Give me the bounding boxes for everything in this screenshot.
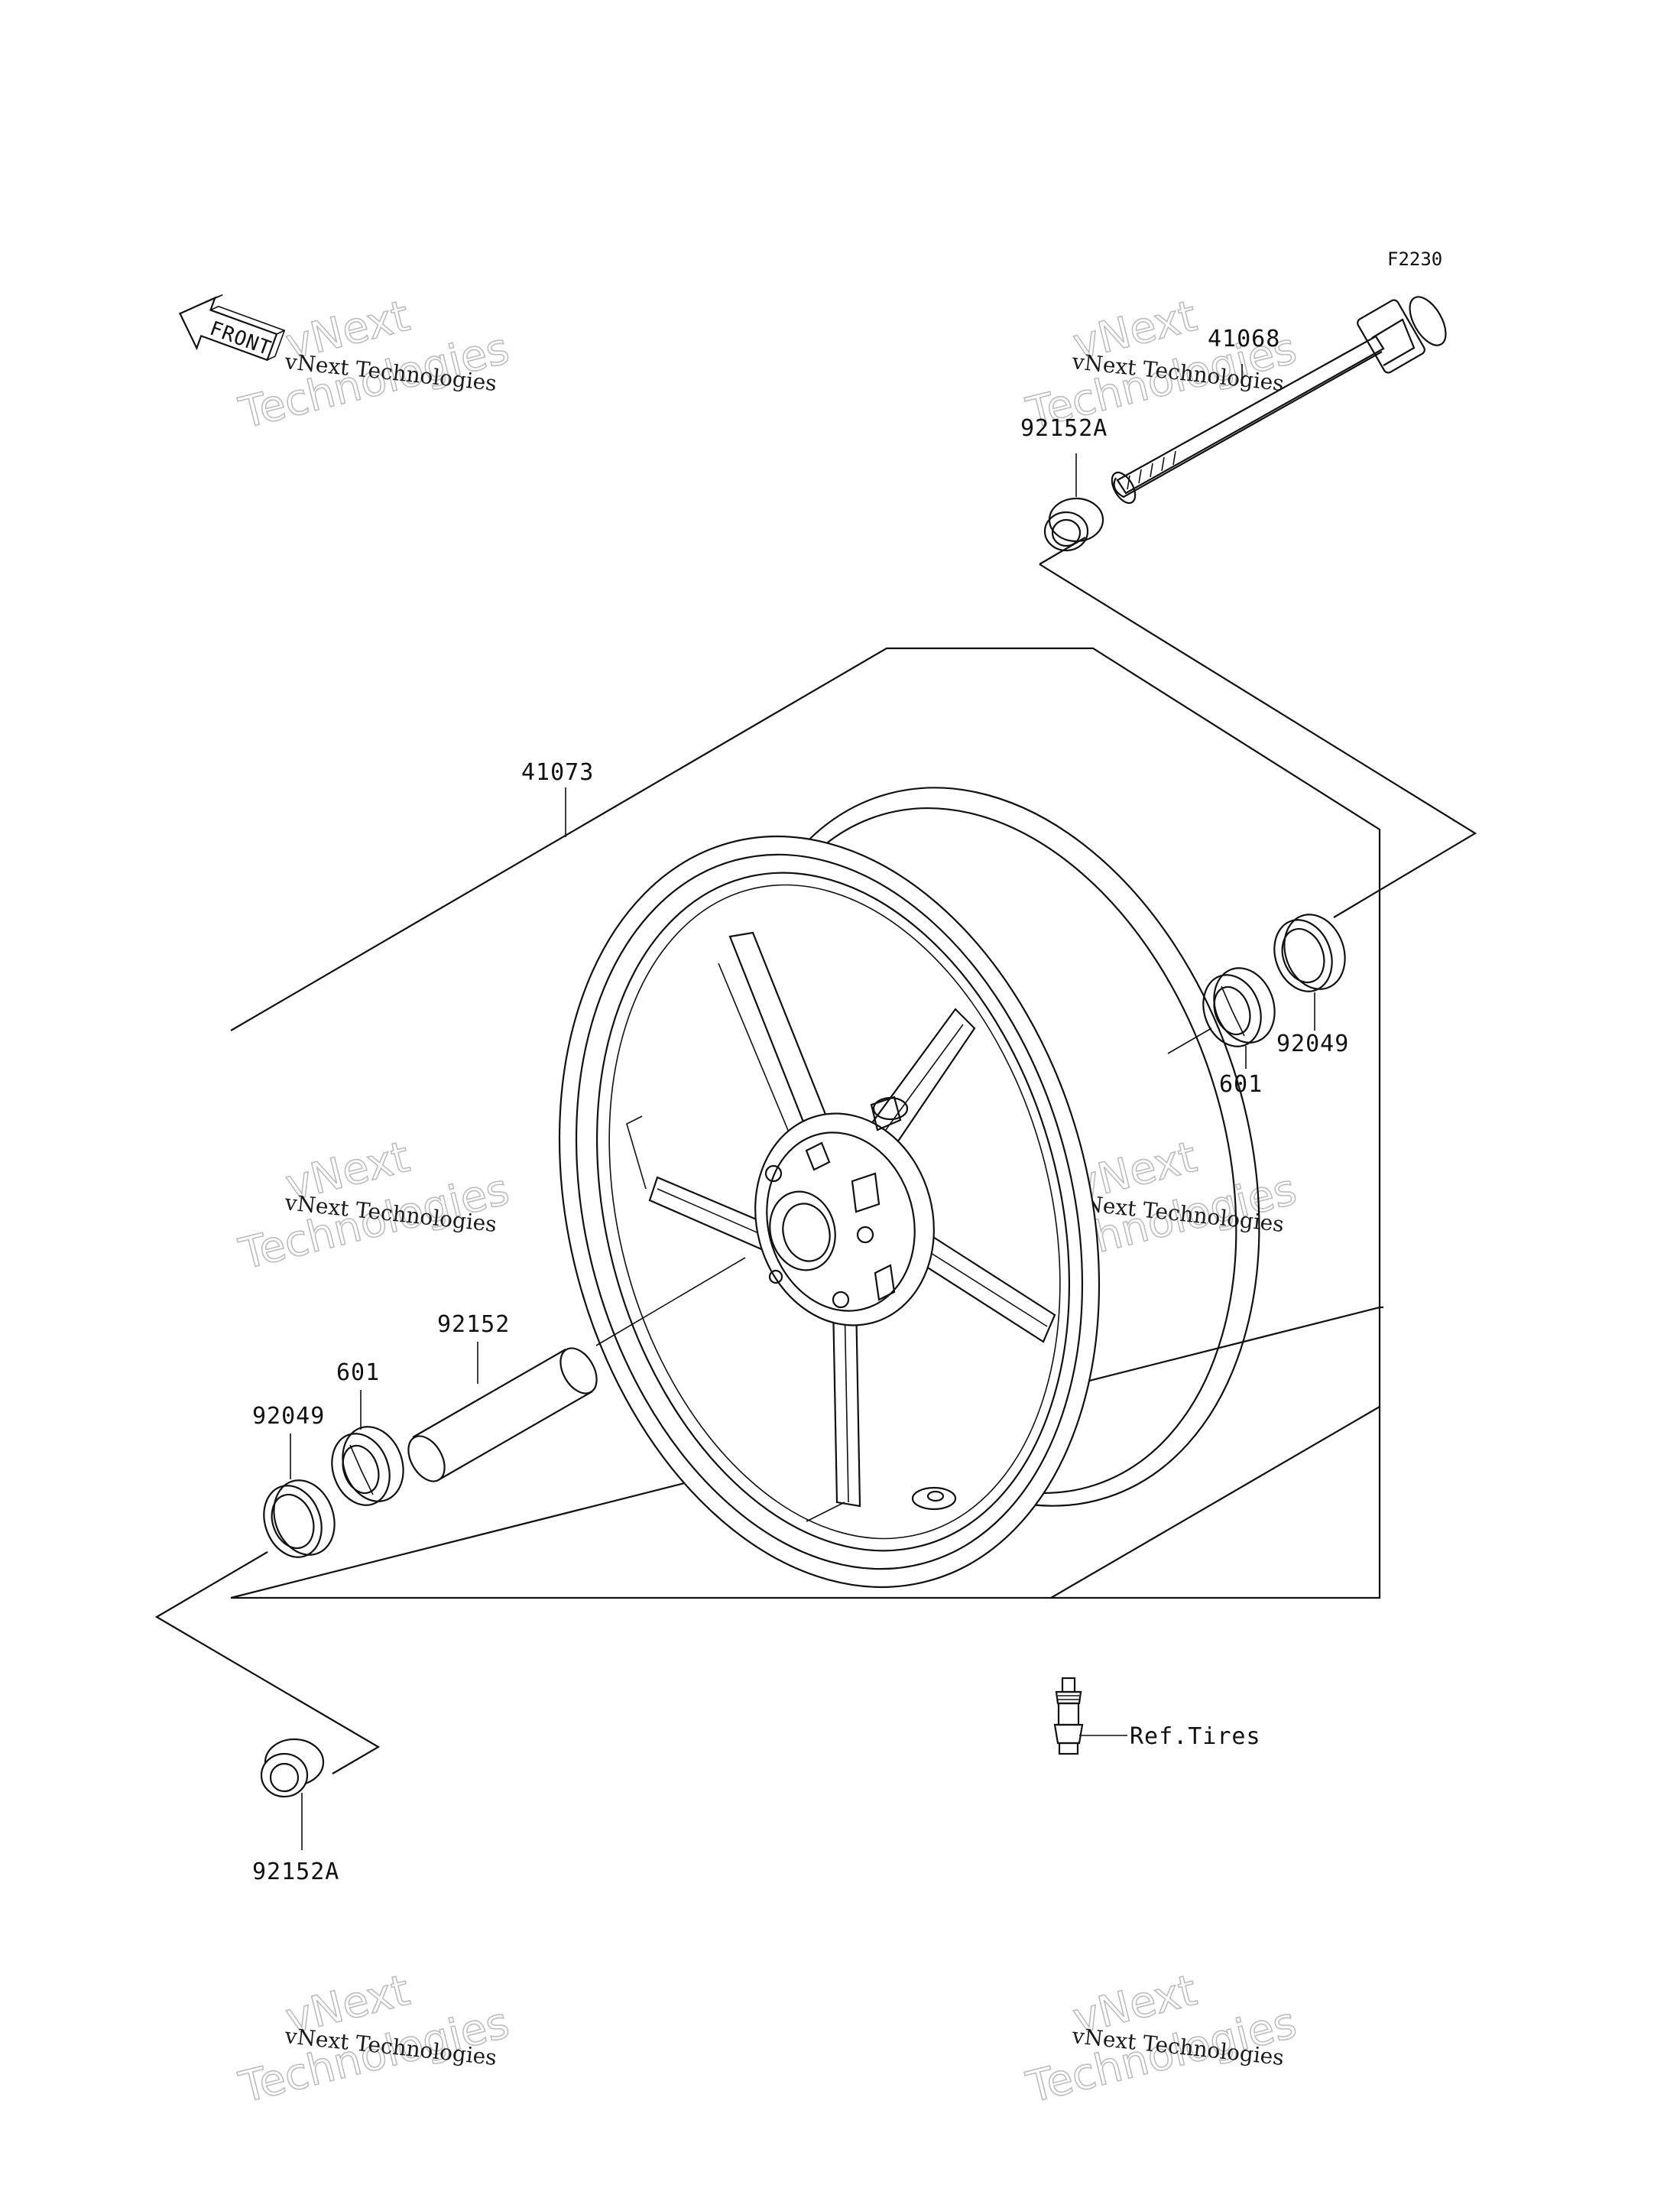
bearing-right bbox=[1202, 967, 1276, 1047]
wheel bbox=[558, 787, 1260, 1589]
label-collar-bottom: 92152A bbox=[252, 1859, 339, 1885]
label-valve-ref: Ref.Tires bbox=[1130, 1723, 1261, 1750]
label-collar-top: 92152A bbox=[1020, 415, 1108, 442]
spacer bbox=[407, 1347, 598, 1482]
seal-right bbox=[1273, 914, 1346, 992]
axle bbox=[1111, 296, 1447, 505]
label-bearing-left: 601 bbox=[336, 1359, 380, 1386]
front-arrow-icon: FRONT bbox=[179, 294, 286, 362]
collar-top bbox=[1043, 497, 1104, 552]
seal-left bbox=[263, 1479, 336, 1558]
label-bearing-right: 601 bbox=[1219, 1071, 1263, 1098]
figure-code: F2230 bbox=[1387, 248, 1442, 270]
watermark-2: vNext Technologies vNext Technologies bbox=[234, 1131, 514, 1280]
valve-stem bbox=[1053, 1677, 1084, 1755]
watermark-5: vNext Technologies vNext Technologies bbox=[1021, 1965, 1302, 2113]
label-axle: 41068 bbox=[1208, 326, 1280, 352]
label-seal-right: 92049 bbox=[1276, 1031, 1349, 1057]
collar-bottom bbox=[260, 1738, 325, 1798]
watermark-4: vNext Technologies vNext Technologies bbox=[234, 1965, 514, 2113]
label-spacer: 92152 bbox=[437, 1311, 510, 1338]
label-seal-left: 92049 bbox=[252, 1403, 325, 1430]
watermark-0: vNext Technologies vNext Technologies bbox=[234, 291, 514, 439]
bearing-left bbox=[331, 1426, 404, 1506]
label-wheel: 41073 bbox=[521, 759, 594, 786]
